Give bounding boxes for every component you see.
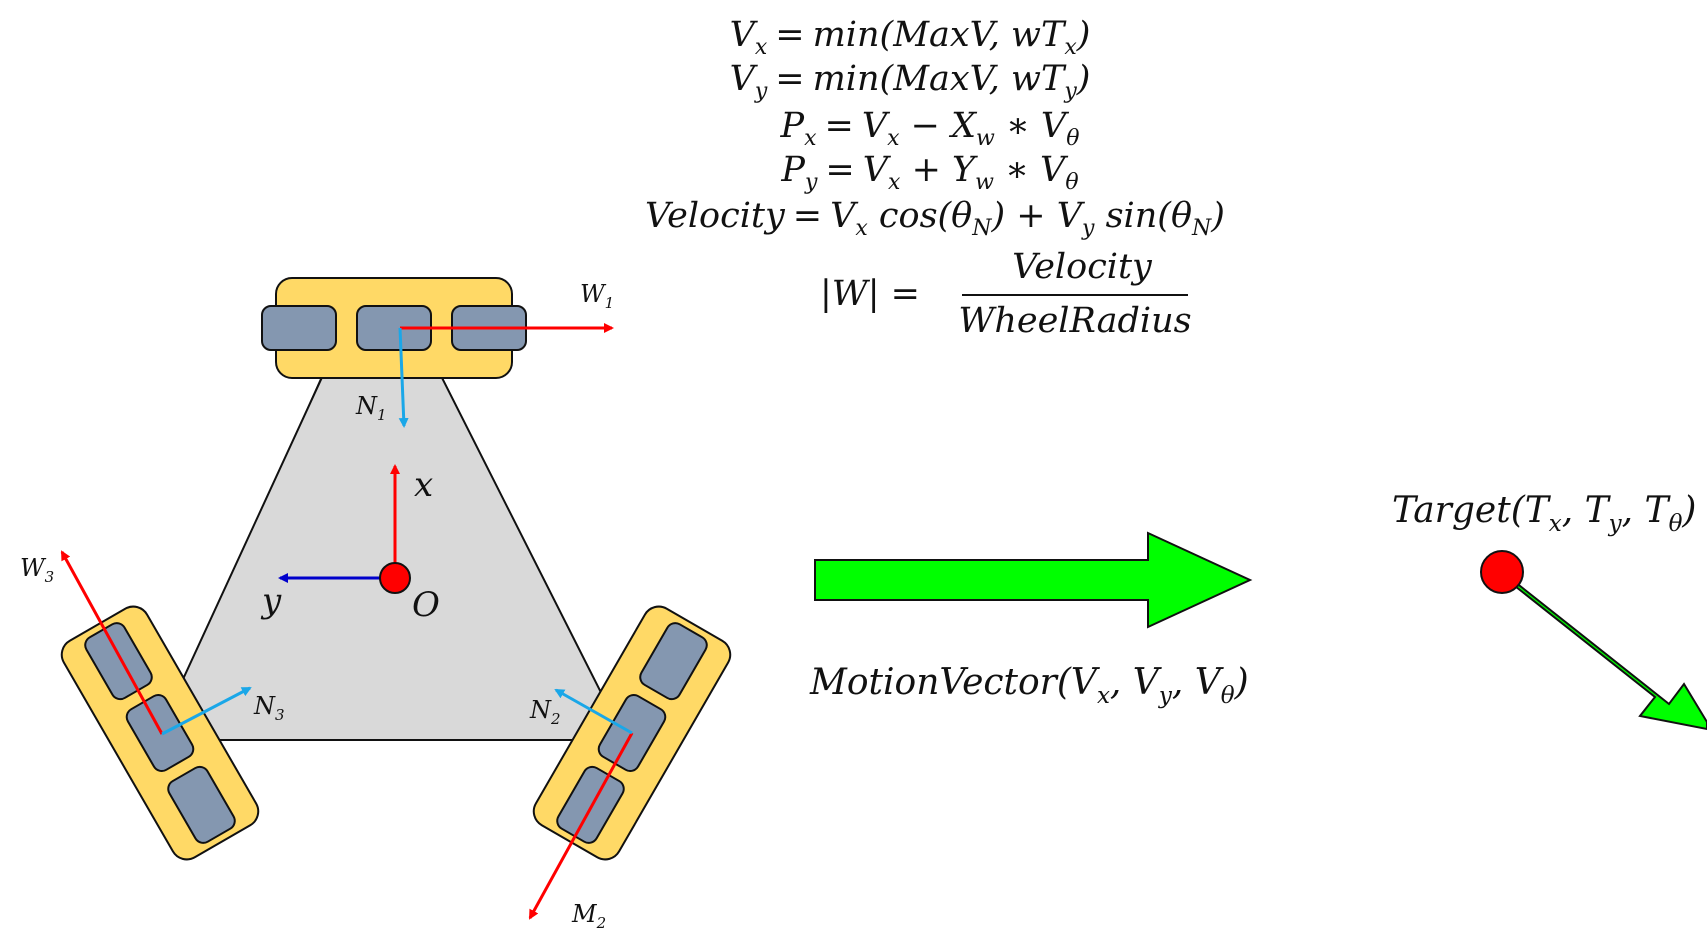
origin-dot [379,562,411,594]
label-origin: O [412,585,440,625]
svg-text:|W| =: |W| = [820,274,920,314]
svg-text:Vy=min(MaxV, wTy): Vy=min(MaxV, wTy) [730,59,1091,104]
n2-arrow [554,688,633,735]
label-w1: W1 [580,280,614,312]
omni-robot: W1 N1 W3 N3 N2 M2 x y O [20,277,732,932]
motion-vector-label: MotionVector(Vx, Vy, Vθ) [809,662,1249,709]
wheel-3-roller [167,765,236,844]
label-n1: N1 [355,392,387,424]
label-n3: N3 [253,692,285,724]
wheel-3-roller [84,622,153,701]
w3-arrow [60,550,164,735]
target-dot [1480,550,1524,594]
equation-py: Py=Vx + Yw ∗ Vθ [780,150,1078,195]
label-n2: N2 [529,696,561,728]
svg-text:Velocity=Vx cos(θN) + Vy sin(θ: Velocity=Vx cos(θN) + Vy sin(θN) [645,196,1225,241]
equation-vx: Vx=min(MaxV, wTx) [730,15,1091,60]
equations-block: Vx=min(MaxV, wTx) Vy=min(MaxV, wTy) Px=V… [645,15,1225,341]
n3-arrow [161,686,252,736]
robot-chassis-shape [153,359,627,741]
motion-vector-arrow [814,531,1253,629]
wheel-1-roller [261,305,337,351]
svg-text:Px=Vx − Xw ∗ Vθ: Px=Vx − Xw ∗ Vθ [780,106,1080,151]
target: Target(Tx, Ty, Tθ) [1392,490,1707,731]
svg-text:WheelRadius: WheelRadius [958,301,1191,341]
n1-arrow [398,327,409,428]
equation-px: Px=Vx − Xw ∗ Vθ [780,106,1080,151]
wheel-2-roller [639,622,708,701]
m2-arrow [528,732,634,920]
svg-text:Py=Vx + Yw ∗ Vθ: Py=Vx + Yw ∗ Vθ [780,150,1078,195]
label-w3: W3 [20,554,54,586]
label-axis-x: x [414,465,433,505]
target-label: Target(Tx, Ty, Tθ) [1392,490,1696,537]
equation-wheel-speed: |W| = Velocity WheelRadius [820,247,1192,341]
label-m2: M2 [571,900,606,932]
svg-text:Velocity: Velocity [1012,247,1153,287]
motion-vector: MotionVector(Vx, Vy, Vθ) [809,531,1253,709]
svg-text:Vx=min(MaxV, wTx): Vx=min(MaxV, wTx) [730,15,1091,60]
label-axis-y: y [260,581,282,621]
target-heading-arrow [1495,570,1707,731]
equation-velocity: Velocity=Vx cos(θN) + Vy sin(θN) [645,196,1225,241]
equation-vy: Vy=min(MaxV, wTy) [730,59,1091,104]
